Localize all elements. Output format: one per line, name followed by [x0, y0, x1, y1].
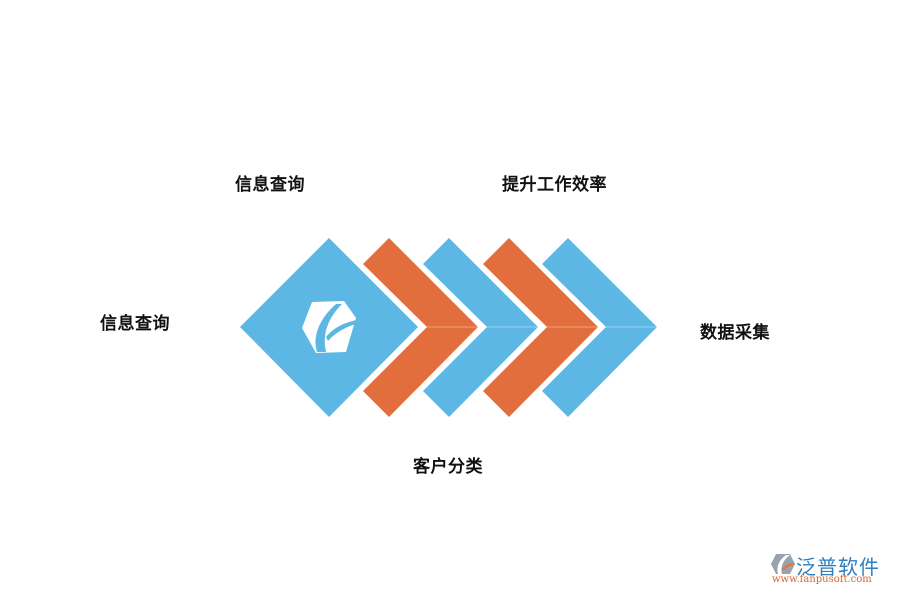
label-right: 数据采集 [700, 323, 770, 343]
fanpu-logo-icon [771, 554, 795, 574]
watermark-url: www.fanpusoft.com [772, 574, 872, 585]
label-top-left: 信息查询 [235, 175, 305, 195]
chevron-4 [542, 238, 657, 417]
label-top-right: 提升工作效率 [502, 175, 607, 195]
chevron-1 [363, 238, 478, 417]
brand-leaf-icon [302, 301, 357, 353]
chevron-2 [423, 238, 538, 417]
label-bottom: 客户分类 [413, 457, 483, 477]
watermark-logo: 泛普软件 www.fanpusoft.com [768, 551, 893, 591]
label-left: 信息查询 [100, 314, 170, 334]
chevron-3 [483, 238, 598, 417]
watermark-name: 泛普软件 [796, 555, 880, 579]
